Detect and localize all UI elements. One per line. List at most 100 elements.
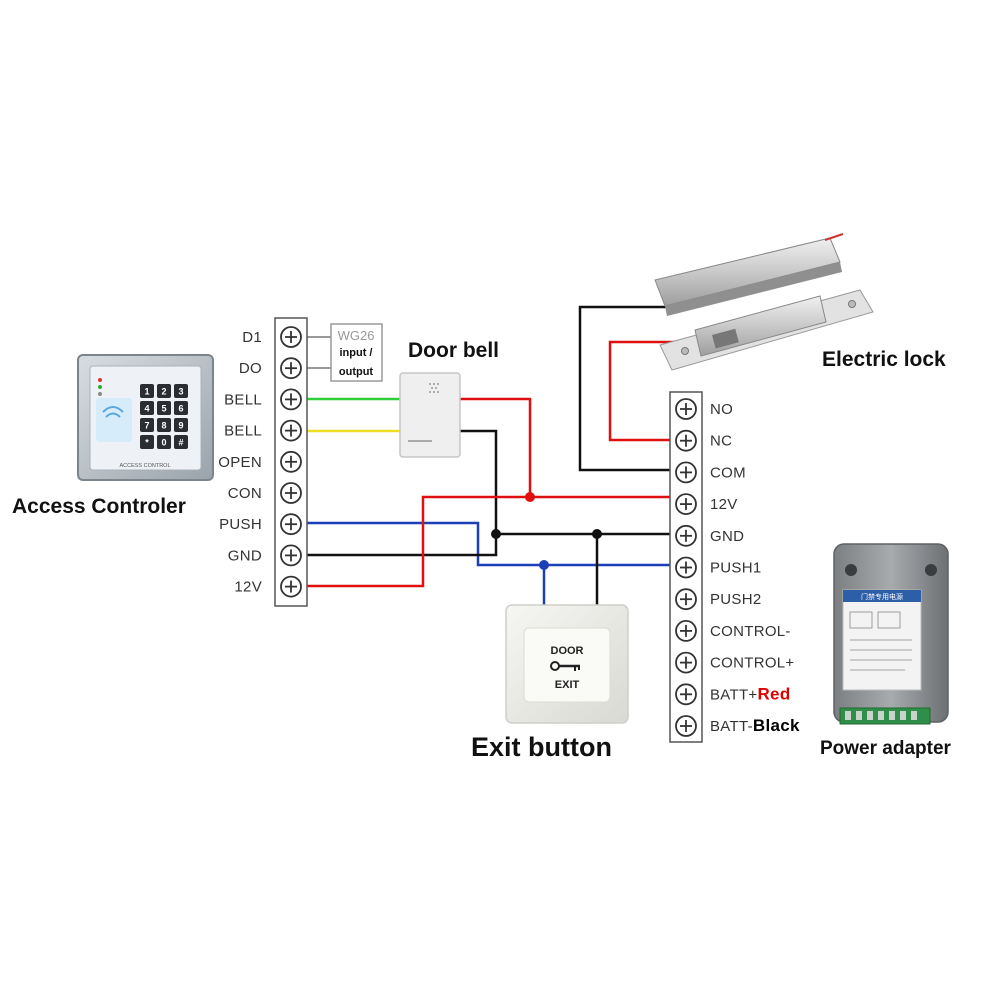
power-terminal-label: NO (710, 401, 733, 418)
junction-black (491, 529, 501, 539)
keypad-footer: ACCESS CONTROL (119, 463, 170, 469)
exit-button-exit-label: EXIT (555, 679, 580, 691)
wg26-input: input / (340, 347, 373, 359)
controller-terminal-label: OPEN (218, 454, 262, 471)
svg-text:9: 9 (178, 421, 183, 431)
power-terminal-screw-icon (675, 620, 697, 642)
power-adapter-label: 门禁专用电源 (861, 592, 903, 601)
svg-text:8: 8 (161, 421, 166, 431)
power-terminal-screw-icon (675, 683, 697, 706)
power-terminal-screw-icon (675, 556, 697, 579)
svg-text:1: 1 (144, 387, 149, 397)
controller-terminal-label: DO (239, 360, 262, 377)
wg26-box: WG26 input / output (330, 323, 383, 382)
power-terminal-screw-icon (675, 398, 697, 420)
door-bell-device (399, 372, 461, 458)
power-terminal-suffix: Red (757, 684, 790, 703)
power-terminal-screw-icon (675, 461, 697, 484)
power-terminal-label: COM (710, 464, 746, 481)
controller-terminal-screw-icon (280, 544, 302, 567)
electric-lock-title: Electric lock (822, 348, 946, 371)
keypad-key: 0 (157, 435, 171, 449)
power-terminal-screw-icon (675, 429, 697, 452)
power-terminal-label: BATT+Red (710, 684, 791, 703)
controller-terminal-screw-icon (280, 388, 302, 411)
controller-terminal-screw-icon (280, 450, 302, 473)
svg-text:#: # (178, 438, 183, 448)
junction-red (525, 492, 535, 502)
keypad-key: 2 (157, 384, 171, 398)
black-wire-bell (460, 429, 498, 534)
keypad-key: 5 (157, 401, 171, 415)
key-icon (550, 661, 580, 671)
electric-lock-device (654, 233, 874, 371)
exit-button-title: Exit button (471, 732, 612, 762)
svg-text:2: 2 (161, 387, 166, 397)
svg-text:3: 3 (178, 387, 183, 397)
power-terminal-screw-icon (675, 588, 697, 611)
svg-text:7: 7 (144, 421, 149, 431)
keypad: 1 2 3 4 5 6 7 8 9 * 0 # (140, 384, 188, 449)
svg-text:0: 0 (161, 438, 166, 448)
power-terminal-label: CONTROL- (710, 623, 791, 640)
svg-text:4: 4 (144, 404, 149, 414)
power-terminal-label: 12V (710, 496, 738, 513)
keypad-key: 9 (174, 418, 188, 432)
controller-terminal-label: 12V (234, 579, 262, 596)
lock-red-wire (608, 340, 680, 442)
controller-terminal-label: BELL (224, 391, 262, 408)
wg26-title: WG26 (338, 328, 375, 343)
power-adapter-title: Power adapter (820, 738, 952, 759)
red-wire-12v (306, 495, 670, 588)
red-wire-bell (460, 397, 532, 497)
controller-terminal-screw-icon (280, 326, 302, 348)
power-terminal-screw-icon (675, 651, 697, 674)
svg-text:6: 6 (178, 404, 183, 414)
keypad-key: 4 (140, 401, 154, 415)
rfid-icon (102, 406, 124, 418)
keypad-key: 1 (140, 384, 154, 398)
power-terminal-label: PUSH2 (710, 591, 762, 608)
controller-terminal-label: GND (228, 547, 262, 564)
keypad-key: # (174, 435, 188, 449)
power-terminal-screw-icon (675, 715, 697, 737)
power-terminal-screw-icon (675, 524, 697, 547)
junction-blue (539, 560, 549, 570)
keypad-key: * (140, 435, 154, 449)
junction-black-2 (592, 529, 602, 539)
blue-wire-push (306, 521, 670, 567)
power-terminal-label: NC (710, 433, 732, 450)
keypad-key: 3 (174, 384, 188, 398)
power-terminal-label: PUSH1 (710, 560, 762, 577)
controller-terminal-label: D1 (242, 329, 262, 346)
black-wire-gnd (306, 532, 670, 557)
controller-terminal-screw-icon (280, 482, 302, 504)
power-terminal-screw-icon (675, 493, 697, 516)
svg-text:*: * (145, 438, 149, 448)
power-terminal-label: BATT-Black (710, 716, 800, 735)
door-bell-title: Door bell (408, 339, 499, 362)
lock-black-wire (578, 305, 670, 472)
power-terminal-label: CONTROL+ (710, 655, 795, 672)
svg-text:5: 5 (161, 404, 166, 414)
controller-terminal-label: BELL (224, 423, 262, 440)
controller-terminal-screw-icon (280, 419, 302, 442)
controller-terminal-label: PUSH (219, 516, 262, 533)
keypad-key: 6 (174, 401, 188, 415)
access-controller-title: Access Controler (12, 495, 186, 518)
exit-button-device: DOOR EXIT (505, 604, 629, 724)
keypad-key: 8 (157, 418, 171, 432)
keypad-key: 7 (140, 418, 154, 432)
exit-button-door-label: DOOR (551, 645, 584, 657)
controller-terminal-screw-icon (280, 575, 302, 598)
wires (306, 305, 680, 605)
access-controller-device: 1 2 3 4 5 6 7 8 9 * 0 # ACCESS CONTROL (77, 354, 214, 481)
controller-terminal-label: CON (228, 485, 262, 502)
controller-terminal-screw-icon (280, 513, 302, 536)
power-terminal-label: GND (710, 528, 744, 545)
power-adapter-device: 门禁专用电源 (833, 543, 949, 725)
wg26-output: output (339, 366, 374, 378)
